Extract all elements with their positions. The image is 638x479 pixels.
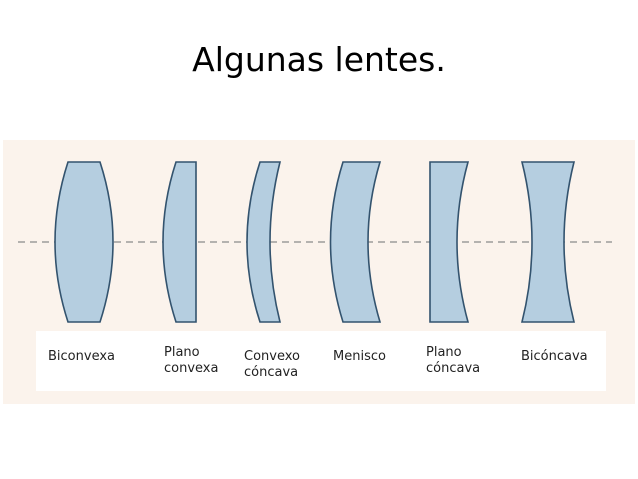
label-plano-concava: Plano cóncava [426,345,481,376]
lens-biconvexa [54,161,114,323]
label-convexo-concava: Convexo cóncava [244,349,300,380]
label-plano-convexa: Plano convexa [164,345,219,376]
lens-plano-convexa [162,161,197,323]
label-strip [36,331,606,391]
lens-convexo-concava [246,161,282,323]
lens-menisco [329,161,382,323]
lens-biconcava [520,161,576,323]
label-menisco: Menisco [333,349,386,364]
slide-title: Algunas lentes. [192,40,446,79]
label-biconcava: Bicóncava [521,349,588,364]
lens-plano-concava [429,161,470,323]
label-biconvexa: Biconvexa [48,349,115,364]
